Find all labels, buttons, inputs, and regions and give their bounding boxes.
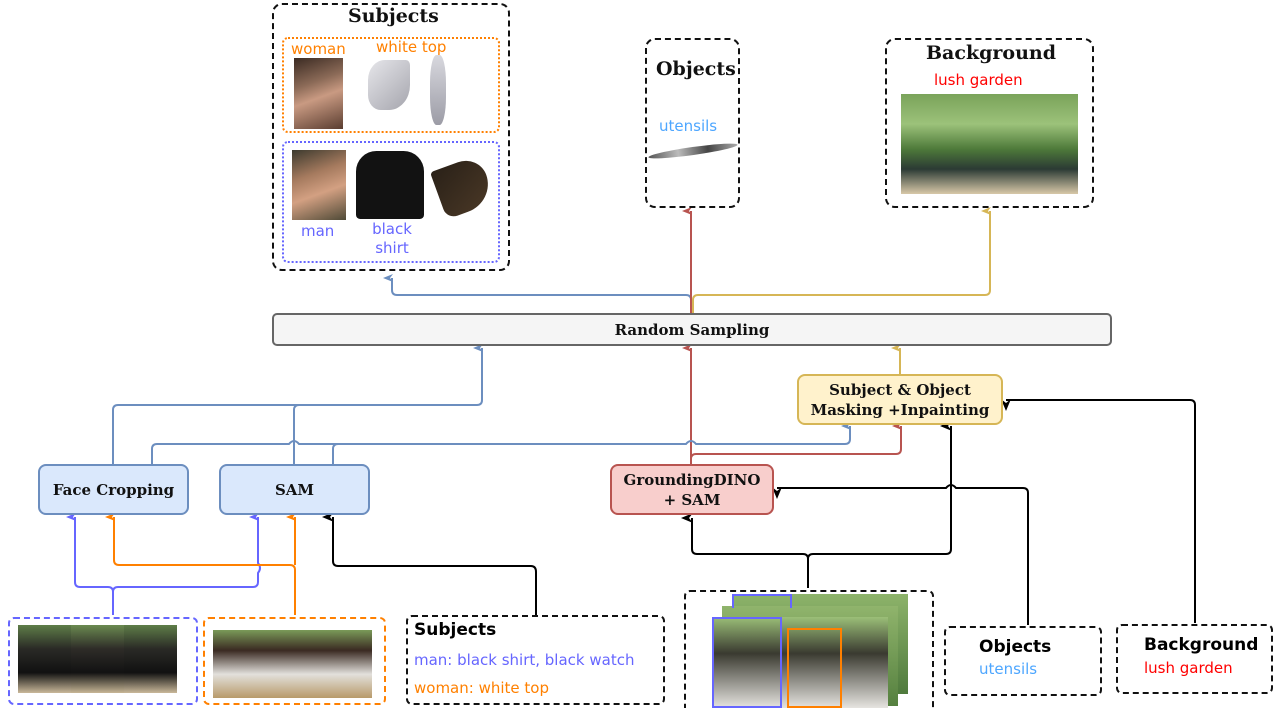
- man-caption: man: black shirt, black watch: [414, 651, 635, 669]
- objects-output-panel: [645, 38, 740, 208]
- woman-frame-1: [213, 630, 266, 698]
- masking-line1: Subject & Object: [829, 380, 971, 399]
- woman-group: [282, 37, 500, 133]
- line-sam-to-masking: [332, 443, 339, 464]
- man-group: [282, 141, 500, 263]
- utensils-label: utensils: [659, 117, 718, 135]
- woman-face-crop: [294, 58, 343, 129]
- background-caption-title: Background: [1144, 635, 1259, 655]
- subjects-caption-box: [406, 615, 665, 705]
- arrow-man-to-face: [66, 513, 114, 615]
- man-frame-2: [71, 625, 124, 693]
- black-shirt-mask: [356, 151, 424, 219]
- arrow-to-background: [692, 207, 991, 313]
- arrow-objects-to-grounding: [772, 484, 1029, 625]
- objects-caption-box: [944, 626, 1102, 696]
- arrow-man-to-sam: [112, 513, 261, 593]
- background-output-panel: [885, 38, 1094, 208]
- arrow-subjects-caption-to-sam: [322, 512, 537, 615]
- man-frame-1: [18, 625, 71, 693]
- black-shirt-label: black shirt: [370, 220, 414, 258]
- subjects-output-title: Subjects: [348, 5, 439, 27]
- arrow-background-to-masking: [1001, 399, 1196, 623]
- sam-box: SAM: [219, 464, 370, 515]
- arrow-grounding-to-masking: [690, 422, 902, 464]
- man-frame-3: [124, 625, 177, 693]
- woman-clip-strip: [203, 617, 386, 705]
- white-top-mask-piece: [430, 55, 446, 125]
- masking-inpainting-box: Subject & Object Masking +Inpainting: [797, 374, 1003, 425]
- inpainted-background-image: [901, 94, 1078, 194]
- objects-output-title: Objects: [656, 58, 736, 80]
- frame-stack-front: [712, 617, 888, 708]
- arrow-to-subjects: [383, 274, 692, 313]
- masking-line2: Masking +Inpainting: [810, 400, 990, 419]
- lush-garden-label: lush garden: [934, 71, 1023, 89]
- grounding-line2: + SAM: [663, 490, 721, 509]
- background-caption-box: [1116, 624, 1273, 694]
- subjects-caption-title: Subjects: [414, 620, 497, 640]
- black-shirt-text: black shirt: [372, 220, 412, 257]
- arrow-face-sam-to-masking: [151, 422, 851, 464]
- man-label: man: [301, 222, 335, 240]
- objects-caption-label: utensils: [979, 660, 1038, 678]
- objects-caption-title: Objects: [979, 637, 1052, 657]
- arrow-frames-to-masking: [807, 421, 952, 560]
- woman-frame-2: [266, 630, 319, 698]
- face-cropping-box: Face Cropping: [38, 464, 189, 515]
- grounding-line1: GroundingDINO: [623, 470, 761, 489]
- woman-label: woman: [291, 40, 346, 58]
- random-sampling-box: Random Sampling: [272, 313, 1112, 346]
- background-caption-label: lush garden: [1144, 659, 1233, 677]
- grounding-dino-sam-box: GroundingDINO + SAM: [610, 464, 774, 515]
- subjects-output-panel: [272, 3, 510, 271]
- arrow-frames-to-grounding: [681, 513, 809, 588]
- line-sam-to-sampling: [293, 404, 300, 464]
- man-detection-box: [712, 617, 782, 708]
- white-top-mask: [368, 60, 410, 110]
- background-output-title: Background: [926, 42, 1056, 64]
- white-top-label: white top: [376, 38, 447, 56]
- woman-frame-3: [319, 630, 372, 698]
- arrow-woman-to-face: [105, 513, 296, 615]
- woman-detection-box: [787, 628, 842, 708]
- man-clip-strip: [8, 617, 198, 705]
- detection-frames-panel: [684, 590, 934, 708]
- man-detection-box-back: [732, 594, 792, 608]
- woman-caption: woman: white top: [414, 679, 549, 697]
- man-face-crop: [292, 150, 346, 220]
